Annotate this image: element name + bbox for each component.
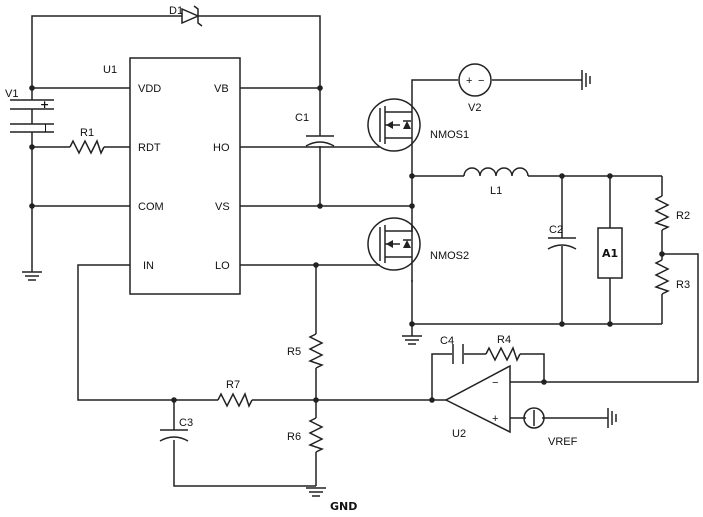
pin-in-label: IN	[143, 260, 154, 272]
resistor-r2: R2	[654, 195, 690, 231]
u1-label: U1	[103, 64, 117, 76]
v2-label: V2	[468, 102, 481, 114]
r7-label: R7	[226, 379, 240, 391]
v1-plus-label: +	[40, 98, 49, 111]
vref-label: VREF	[548, 436, 578, 448]
opamp-u2: − + U2	[444, 364, 511, 440]
resistor-r5: R5	[287, 333, 324, 369]
ground-power-icon	[402, 335, 422, 345]
source-vref: VREF	[523, 407, 578, 448]
battery-v1: V1 + I	[5, 88, 54, 135]
ground-v2-icon	[581, 70, 591, 90]
inductor-l1: L1	[463, 167, 529, 197]
pin-com-label: COM	[138, 201, 164, 213]
transistor-nmos1: NMOS1	[367, 98, 469, 152]
pin-vb-label: VB	[214, 83, 229, 95]
ground-u1-icon	[22, 271, 42, 281]
resistor-r4: R4	[485, 334, 521, 362]
gnd-label: GND	[330, 500, 357, 513]
load-a1: A1	[597, 227, 623, 279]
d1-label: D1	[169, 5, 183, 17]
resistor-r7: R7	[217, 379, 253, 408]
v2-minus-label: −	[478, 75, 484, 87]
ic-u1: U1 VDD RDT COM IN VB HO VS LO	[103, 57, 241, 295]
source-v2: + − V2	[458, 63, 492, 114]
nmos2-label: NMOS2	[430, 250, 469, 262]
c4-label: C4	[440, 335, 454, 347]
l1-label: L1	[490, 185, 502, 197]
v1-label: V1	[5, 88, 18, 100]
v1-minus-marker: I	[44, 123, 47, 135]
nmos1-label: NMOS1	[430, 129, 469, 141]
pin-vdd-label: VDD	[138, 83, 161, 95]
a1-label: A1	[602, 247, 618, 260]
r1-label: R1	[80, 127, 94, 139]
u2-minus-label: −	[492, 377, 498, 389]
wires	[31, 15, 699, 487]
capacitor-c4: C4	[440, 335, 464, 364]
junctions	[29, 85, 665, 403]
transistor-nmos2: NMOS2	[367, 217, 469, 282]
ground-vref-icon	[607, 408, 617, 428]
resistor-r1: R1	[69, 127, 105, 155]
diode-d1: D1	[169, 5, 204, 27]
resistor-r3: R3	[654, 259, 690, 295]
r2-label: R2	[676, 210, 690, 222]
resistor-r6: R6	[287, 417, 324, 453]
r3-label: R3	[676, 279, 690, 291]
r6-label: R6	[287, 431, 301, 443]
v2-plus-label: +	[466, 75, 472, 87]
u2-label: U2	[452, 428, 466, 440]
c1-label: C1	[295, 112, 309, 124]
capacitor-c3: C3	[159, 417, 193, 442]
r4-label: R4	[497, 334, 511, 346]
c2-label: C2	[549, 224, 563, 236]
u2-plus-label: +	[492, 413, 498, 425]
pin-ho-label: HO	[213, 142, 230, 154]
pin-rdt-label: RDT	[138, 142, 161, 154]
pin-vs-label: VS	[215, 201, 230, 213]
c3-label: C3	[179, 417, 193, 429]
capacitor-c2: C2	[547, 224, 577, 250]
ground-gnd-icon: GND	[306, 487, 357, 513]
capacitor-c1: C1	[295, 112, 335, 147]
r5-label: R5	[287, 346, 301, 358]
pin-lo-label: LO	[215, 260, 230, 272]
